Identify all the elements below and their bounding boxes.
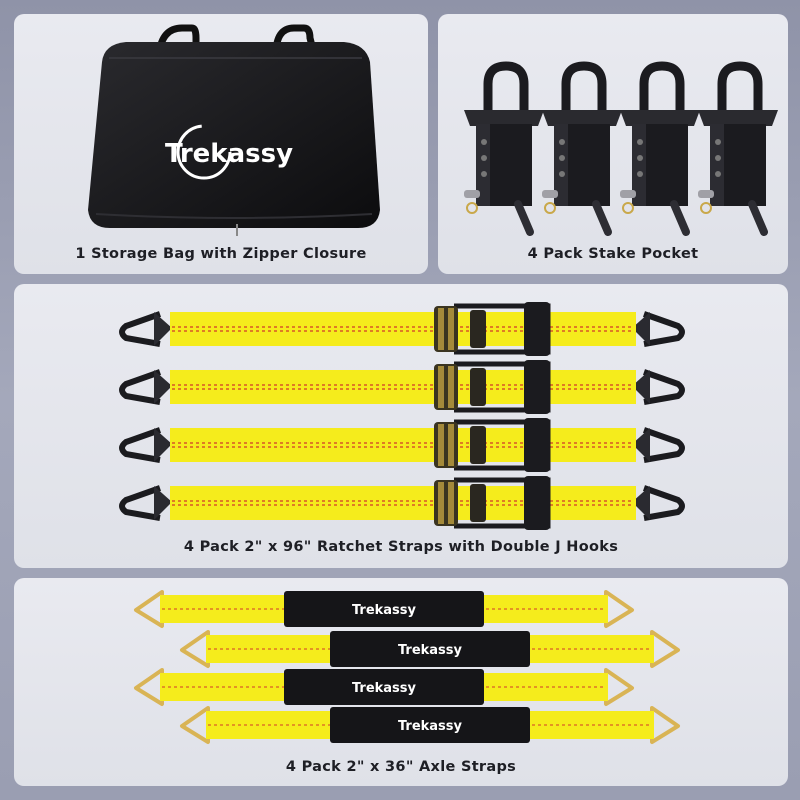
- stake-pocket: [698, 61, 778, 236]
- axle-strap: Trekassy: [134, 590, 634, 628]
- stake-pocket-caption: 4 Pack Stake Pocket: [527, 246, 699, 262]
- ratchet-strap: [119, 360, 685, 414]
- storage-bag-image: Trekassy: [88, 24, 380, 236]
- ratchet-straps-panel: 4 Pack 2" x 96" Ratchet Straps with Doub…: [14, 284, 788, 568]
- stake-pocket: [620, 61, 700, 236]
- ratchet-strap: [119, 302, 685, 356]
- stake-pocket: [542, 61, 622, 236]
- axle-strap: Trekassy: [180, 706, 680, 744]
- bag-logo: Trekassy: [165, 139, 293, 169]
- axle-straps-caption: 4 Pack 2" x 36" Axle Straps: [285, 759, 517, 775]
- sleeve-logo: Trekassy: [398, 643, 463, 658]
- ratchet-straps-image: [119, 302, 685, 530]
- axle-strap: Trekassy: [180, 630, 680, 668]
- stake-pocket-panel: 4 Pack Stake Pocket: [438, 14, 788, 274]
- stake-pocket-image: [464, 61, 778, 236]
- storage-bag-caption: 1 Storage Bag with Zipper Closure: [75, 246, 367, 262]
- sleeve-logo: Trekassy: [352, 603, 417, 618]
- storage-bag-panel: Trekassy 1 Storage Bag with Zipper Closu…: [14, 14, 428, 274]
- sleeve-logo: Trekassy: [398, 719, 463, 734]
- ratchet-strap: [119, 418, 685, 472]
- stake-pocket: [464, 61, 544, 236]
- ratchet-strap: [119, 476, 685, 530]
- ratchet-straps-caption: 4 Pack 2" x 96" Ratchet Straps with Doub…: [183, 539, 619, 555]
- sleeve-logo: Trekassy: [352, 681, 417, 696]
- axle-strap: Trekassy: [134, 668, 634, 706]
